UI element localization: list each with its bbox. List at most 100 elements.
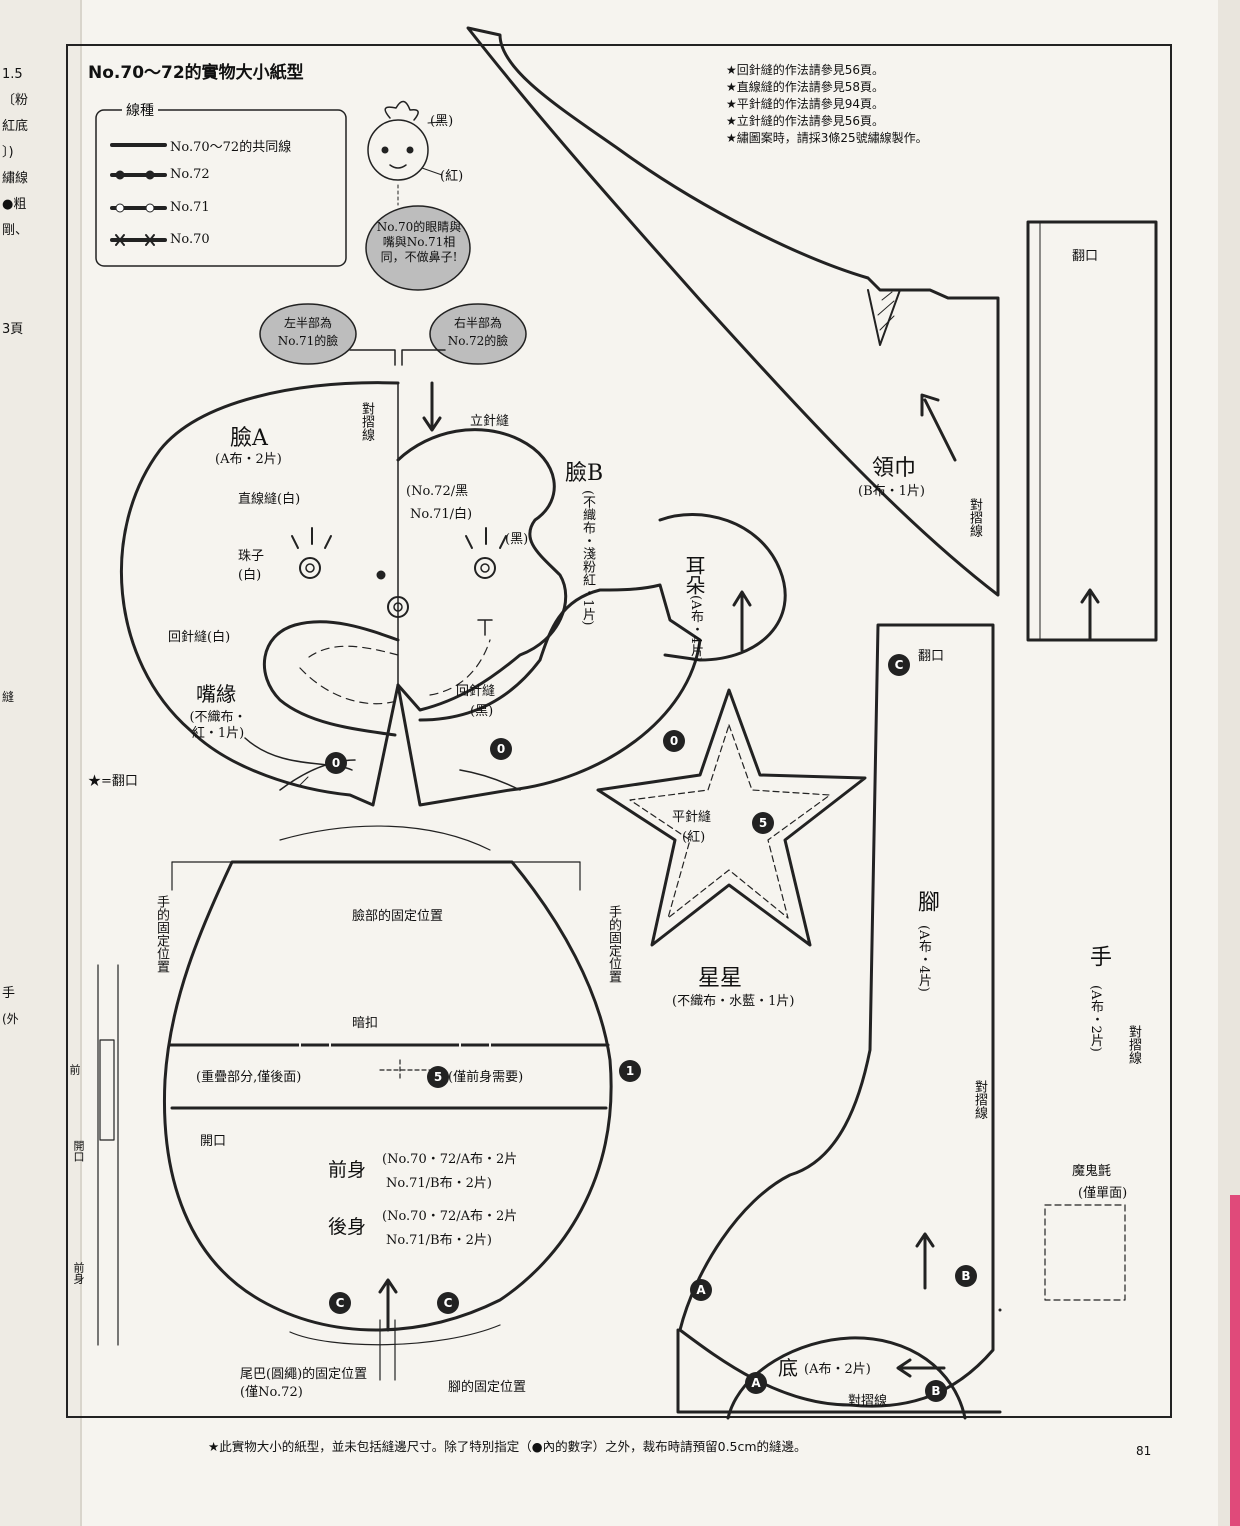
base-sub: (A布・2片) <box>804 1362 871 1377</box>
scarf-label: 領巾 <box>872 456 917 481</box>
foot-outline <box>678 623 995 1408</box>
body-outline <box>162 860 613 1332</box>
body-overlap: (重疊部分,僅後面) <box>196 1070 302 1085</box>
body-front-b: No.71/B布・2片) <box>386 1176 492 1191</box>
binding-strip <box>0 0 82 1526</box>
star-label: 星星 <box>698 966 743 991</box>
face-back-stitch-black: 回針縫 <box>456 684 496 699</box>
left-eye <box>299 557 321 579</box>
pink-page-edge <box>1230 1195 1240 1526</box>
face-black: (黑) <box>505 532 529 547</box>
mouth-label: 嘴緣 <box>196 682 236 706</box>
velcro-label: 魔鬼氈 <box>1072 1164 1112 1179</box>
seam-marker-0-face-right: 0 <box>490 738 512 760</box>
legend-box <box>95 109 347 267</box>
ear-outline <box>658 512 787 662</box>
face-b-sub: (不織布・淺粉紅・1片) <box>580 490 595 626</box>
face-bead: 珠子(白) <box>238 549 265 583</box>
side-strip <box>97 964 119 1346</box>
arm-opening: 翻口 <box>1072 249 1099 264</box>
seam-marker-5-body: 5 <box>427 1066 449 1088</box>
footer-note: ★此實物大小的紙型，並未包括縫邊尺寸。除了特別指定（●內的數字）之外，裁布時請預… <box>208 1439 807 1454</box>
arm-fold: 對摺線 <box>1126 1025 1141 1064</box>
seam-marker-0-star: 0 <box>663 730 685 752</box>
legend-title: 線種 <box>122 100 158 120</box>
face-no71-white: No.71/白) <box>410 507 473 522</box>
face-a-label: 臉A <box>230 426 268 451</box>
base-fold: 對摺線 <box>848 1394 888 1409</box>
right-bubble <box>429 303 527 365</box>
ear-sub: (A布・4片) <box>688 595 703 662</box>
face-b-label: 臉B <box>565 461 604 486</box>
foot-sub: (A布・4片) <box>916 925 931 992</box>
arm-outline <box>1026 220 1158 642</box>
foot-label: 腳 <box>914 890 939 912</box>
mouth-outline <box>263 620 400 737</box>
foot-opening: 翻口 <box>918 649 945 664</box>
seam-marker-1-body: 1 <box>619 1060 641 1082</box>
seam-marker-0-face-left: 0 <box>325 752 347 774</box>
mouth-sub: (不織布・紅・1片) <box>189 710 247 741</box>
face-stitch-top: 立針縫 <box>470 414 510 429</box>
side-front-body: 前身 <box>72 1262 85 1284</box>
nose <box>387 596 409 618</box>
face-fold-line: 對摺線 <box>359 402 374 441</box>
face-back-stitch-black-color: (黑) <box>470 704 494 719</box>
star-sub: (不織布・水藍・1片) <box>672 994 795 1009</box>
body-front-only: (僅前身需要) <box>448 1070 524 1085</box>
marker-a-base: A <box>745 1372 767 1394</box>
left-bubble-text: 左半部為No.71的臉 <box>277 316 339 348</box>
right-eye <box>474 557 496 579</box>
pattern-frame <box>66 44 1172 1418</box>
star-outline <box>596 688 867 947</box>
legend-label-70: No.70 <box>170 232 210 247</box>
prev-page-stitch: 縫 <box>2 690 15 704</box>
face-a-bottom-left <box>279 759 356 791</box>
note-1: ★回針縫的作法請參見56頁。 <box>726 63 885 77</box>
body-foot-pos: 腳的固定位置 <box>448 1380 527 1395</box>
marker-c-foot: C <box>888 654 910 676</box>
notes-block: ★回針縫的作法請參見56頁。 ★直線縫的作法請參見58頁。 ★平針縫的作法請參見… <box>726 62 928 147</box>
scarf-fold: 對摺線 <box>967 498 982 537</box>
legend-label-72: No.72 <box>170 167 210 182</box>
legend-label-71: No.71 <box>170 200 210 215</box>
velcro-sub: (僅單面) <box>1078 1186 1128 1201</box>
marker-c-body-right: C <box>437 1292 459 1314</box>
prev-page-hand: 手 <box>2 986 16 1001</box>
foot-fold: 對摺線 <box>972 1080 987 1119</box>
side-front: 前 <box>68 1064 81 1075</box>
ear-label: 耳朵 <box>682 555 706 595</box>
star-stitch: 平針縫 <box>672 810 712 825</box>
marker-b-base: B <box>925 1380 947 1402</box>
body-front-a: (No.70・72/A布・2片 <box>382 1152 518 1167</box>
prev-page-outer: (外 <box>2 1012 19 1026</box>
body-back-b: No.71/B布・2片) <box>386 1233 492 1248</box>
prev-page-ref: 3頁 <box>2 322 24 337</box>
velcro-area <box>1044 1204 1126 1301</box>
face-straight-stitch: 直線縫(白) <box>238 492 301 507</box>
star-stitch-color: (紅) <box>682 830 706 845</box>
star-note: ★=翻口 <box>88 774 138 789</box>
face-a-outline <box>119 381 702 807</box>
icon-red-label: (紅) <box>440 169 464 184</box>
marker-c-body-left: C <box>329 1292 351 1314</box>
body-hand-pos-left: 手的固定位置 <box>154 895 169 973</box>
face-a-sub: (A布・2片) <box>215 452 282 467</box>
face-no72-black: (No.72/黑 <box>406 484 469 499</box>
body-back-label: 後身 <box>328 1216 367 1238</box>
face-b-outline <box>396 428 568 712</box>
icon-bubble <box>365 205 471 291</box>
face-icon <box>367 119 429 181</box>
right-bubble-text: 右半部為No.72的臉 <box>447 316 509 348</box>
body-back-a: (No.70・72/A布・2片 <box>382 1209 518 1224</box>
body-opening: 開口 <box>200 1134 227 1149</box>
side-opening: 開口 <box>72 1140 85 1162</box>
note-2: ★直線縫的作法請參見58頁。 <box>726 80 885 94</box>
note-4: ★立針縫的作法請參見56頁。 <box>726 114 885 128</box>
legend-label-common: No.70～72的共同線 <box>170 140 292 155</box>
body-hand-pos-right: 手的固定位置 <box>606 905 621 983</box>
face-back-stitch-white: 回針縫(白) <box>168 630 231 645</box>
icon-bubble-text: No.70的眼睛與嘴與No.71相同，不做鼻子! <box>376 220 462 264</box>
